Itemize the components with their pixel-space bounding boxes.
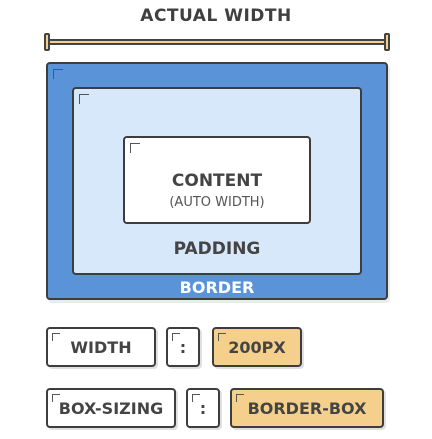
separator: :	[199, 398, 207, 418]
property-name: WIDTH	[70, 337, 132, 357]
corner-mark	[218, 333, 226, 341]
property-box-sizing-chip: BOX-SIZING	[46, 388, 176, 428]
ruler-right-cap	[384, 33, 390, 51]
corner-mark	[52, 394, 60, 402]
property-value: 200PX	[228, 337, 286, 357]
content-sublabel: (AUTO WIDTH)	[169, 195, 265, 210]
corner-mark	[52, 333, 60, 341]
width-ruler	[44, 33, 390, 51]
value-border-box-chip: BORDER-BOX	[230, 388, 384, 428]
property-width-chip: WIDTH	[46, 327, 156, 367]
separator-chip: :	[166, 327, 200, 367]
content-label: CONTENT	[171, 171, 263, 191]
ruler-bar	[46, 39, 388, 45]
corner-mark	[130, 143, 140, 153]
corner-mark	[236, 394, 244, 402]
separator-chip: :	[186, 388, 220, 428]
property-value: BORDER-BOX	[247, 398, 367, 418]
property-name: BOX-SIZING	[58, 398, 164, 418]
border-label: BORDER	[179, 278, 255, 297]
actual-width-label: ACTUAL WIDTH	[140, 6, 292, 26]
content-area	[123, 136, 311, 224]
corner-mark	[79, 94, 89, 104]
ruler-left-cap	[44, 33, 50, 51]
corner-mark	[192, 394, 200, 402]
separator: :	[179, 337, 187, 357]
padding-label: PADDING	[173, 239, 261, 259]
corner-mark	[53, 69, 63, 79]
value-200px-chip: 200PX	[212, 327, 302, 367]
corner-mark	[172, 333, 180, 341]
